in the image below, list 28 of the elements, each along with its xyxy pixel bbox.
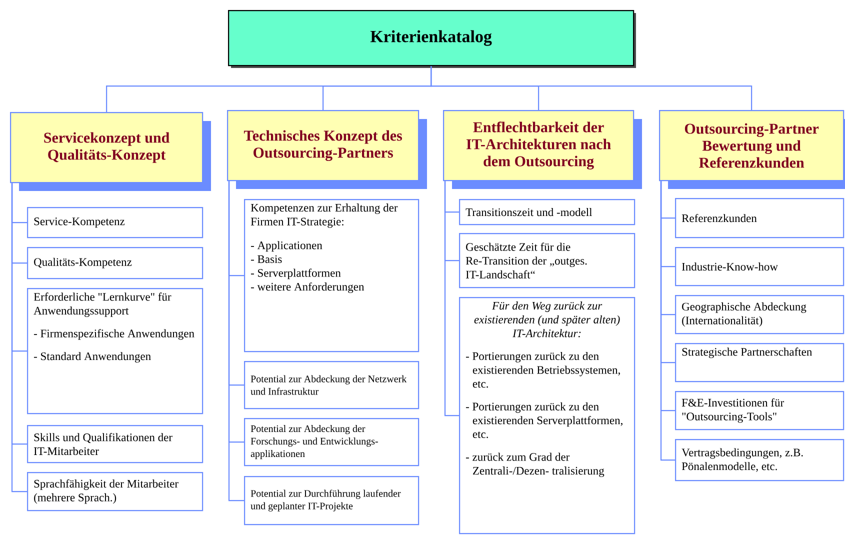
connector-line xyxy=(228,181,244,502)
criterion-box: Für den Weg zurück zur existierenden (und später alten) IT-Architektur: - Portierungen zurück zu den existierenden Betriebssystemen, etc. - Portierungen zurück zu den existierenden Serverplattformen, etc. - zurück zum Grad der Zentrali-/Dezen- tralisierung xyxy=(459,297,636,534)
criterion-box: Service-Kompetenz xyxy=(27,207,204,238)
criterion-box: Kompetenzen zur Erhaltung der Firmen IT-Strategie: - Applicationen - Basis - Serverplattformen - weitere Anforderungen xyxy=(244,199,420,352)
connector-line xyxy=(444,181,459,416)
criterion-box: Potential zur Abdeckung der Forschungs- und Entwicklungs- applikationen xyxy=(244,418,420,466)
connector-line xyxy=(11,183,27,492)
criterion-box: Referenzkunden xyxy=(675,198,844,238)
criterion-box: Skills und Qualifikationen der IT-Mitarbeiter xyxy=(27,425,204,464)
category-box: Entflechtbarkeit der IT-Architekturen nach dem Outsourcing xyxy=(443,110,642,189)
category-box: Technisches Konzept des Outsourcing-Partners xyxy=(227,110,427,189)
criterion-box: Potential zur Durchführung laufender und geplanter IT-Projekte xyxy=(244,476,420,526)
criterion-box: Qualitäts-Kompetenz xyxy=(27,247,204,280)
connector-line xyxy=(430,66,752,110)
connector-line xyxy=(660,181,675,461)
criterion-box: Geschätzte Zeit für die Re-Transition der „outges. IT-Landschaft“ xyxy=(459,233,636,288)
criterion-box: Industrie-Know-how xyxy=(675,247,844,286)
criterion-box: Potential zur Abdeckung der Netzwerk und Infrastruktur xyxy=(244,361,420,410)
criterion-box: Transitionszeit und -modell xyxy=(459,199,636,226)
criterion-box: Vertragsbedingungen, z.B. Pönalenmodelle, etc. xyxy=(675,439,844,482)
criterion-box: Geographische Abdeckung (Internationalität) xyxy=(675,295,844,334)
category-box: Servicekonzept und Qualitäts-Konzept xyxy=(10,112,211,191)
title-box: Kriterienkatalog xyxy=(228,10,636,68)
category-box: Outsourcing-Partner Bewertung und Referenzkunden xyxy=(659,110,845,189)
criterion-box: F&E-Investitionen für "Outsourcing-Tools" xyxy=(675,391,844,430)
criterion-box: Sprachfähigkeit der Mitarbeiter (mehrere Sprach.) xyxy=(27,472,204,512)
criterion-box: Strategische Partnerschaften xyxy=(675,343,844,382)
criterion-box: Erforderliche "Lernkurve" für Anwendungssupport - Firmenspezifische Anwendungen - Standard Anwendungen xyxy=(27,288,204,414)
